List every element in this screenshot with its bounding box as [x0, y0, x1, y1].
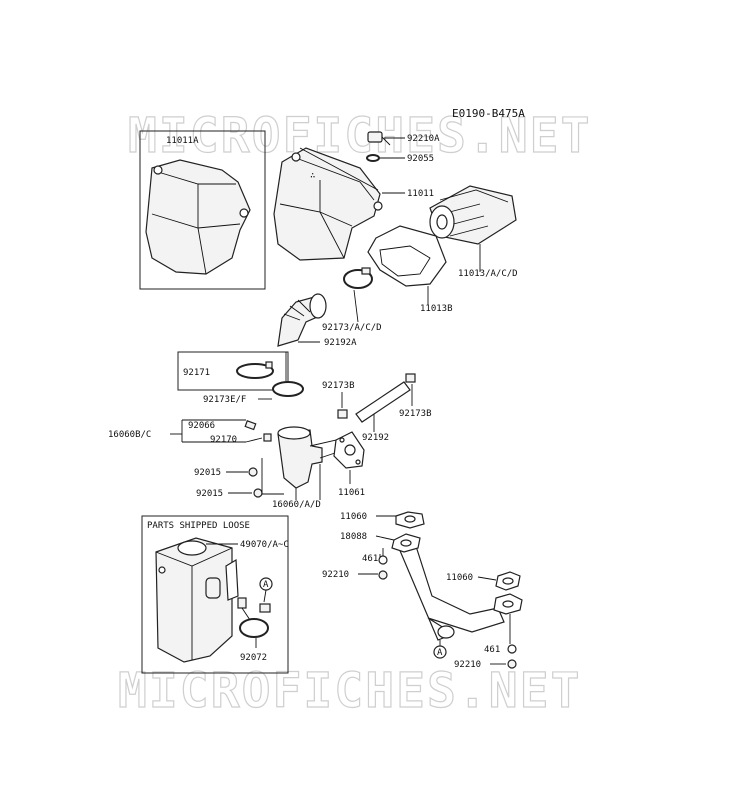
leader-11060-2: [477, 576, 497, 581]
label-92015-1: 92015: [194, 468, 221, 478]
clip-92170: [263, 433, 272, 442]
air-cleaner-cover-11011A: [145, 159, 251, 275]
label-92173ACD: 92173/A/C/D: [322, 323, 382, 333]
label-49070AC: 49070/A~C: [240, 540, 289, 550]
gasket-11060-1: [395, 511, 425, 529]
leader-92173ACD: [353, 289, 359, 323]
knob-92210A: [367, 131, 391, 146]
leader-18088: [375, 535, 395, 541]
gasket-11061: [333, 431, 365, 469]
washer-461-2: [507, 644, 517, 654]
gasket-11060-2: [495, 571, 521, 591]
exhaust-pipe-18088: [397, 539, 505, 641]
clamp-box-92171: [177, 351, 289, 391]
label-11011A: 11011A: [166, 136, 199, 146]
flange-18088: [391, 533, 421, 553]
intake-pipe-16060: [277, 426, 339, 489]
parts-shipped-loose-box: [141, 515, 289, 674]
air-cleaner-cover-box: [139, 130, 266, 290]
flange-exhaust-right: [493, 593, 523, 615]
label-92192A: 92192A: [324, 338, 357, 348]
label-92171: 92171: [183, 368, 210, 378]
label-92055: 92055: [407, 154, 434, 164]
callout-a-exhaust-text: A: [437, 648, 443, 658]
watermark-bottom: MICROFICHES.NET: [118, 663, 581, 719]
diagram-code: E0190-B475A: [452, 107, 525, 120]
band-clamp-92171: [236, 361, 274, 379]
label-92173B-2: 92173B: [399, 409, 432, 419]
nut-92015-2: [253, 488, 263, 498]
label-92066: 92066: [188, 421, 215, 431]
label-92210-2: 92210: [454, 660, 481, 670]
parts-shipped-loose-title: PARTS SHIPPED LOOSE: [147, 521, 250, 531]
oring-92055: [366, 154, 380, 162]
bracket-16060BC: [181, 419, 246, 443]
label-11061: 11061: [338, 488, 365, 498]
label-11013ACD: 11013/A/C/D: [458, 269, 518, 279]
nut-92210-2: [507, 659, 517, 669]
callout-a-exhaust: [433, 645, 447, 659]
watermark-top: MICROFICHES.NET: [128, 108, 591, 164]
clamp-92173: [343, 267, 373, 289]
label-92173EF: 92173E/F: [203, 395, 246, 405]
label-18088: 18088: [340, 532, 367, 542]
stud-92066: [244, 420, 257, 431]
leaders-16060: [261, 458, 321, 500]
label-92072: 92072: [240, 653, 267, 663]
label-92170: 92170: [210, 435, 237, 445]
washer-461-1: [378, 555, 388, 565]
label-92192: 92192: [362, 433, 389, 443]
clamp-92173B-1: [337, 409, 348, 419]
muffler-49070: [155, 537, 239, 663]
label-16060AD: 16060/A/D: [272, 500, 321, 510]
svg-text:∴: ∴: [310, 171, 315, 181]
label-461-2: 461: [484, 645, 500, 655]
leader-11011: [299, 147, 379, 191]
label-11011: 11011: [407, 189, 434, 199]
label-11060-2: 11060: [446, 573, 473, 583]
callout-a-box-text: A: [263, 580, 269, 590]
leader-92170: [245, 437, 263, 443]
air-cleaner-cover-11011: ∴: [273, 147, 383, 261]
clamp-92072: [237, 597, 271, 638]
label-92210-1: 92210: [322, 570, 349, 580]
pre-cleaner-11013B: [367, 225, 447, 287]
leader-callout-a-box: [263, 589, 267, 603]
clamp-92173EF: [272, 381, 304, 397]
nut-92210-1: [378, 570, 388, 580]
air-filter-11013: [429, 185, 517, 245]
label-11013B: 11013B: [420, 304, 453, 314]
elbow-hose-92192A: [277, 293, 327, 347]
hose-92192: [355, 381, 411, 423]
label-92173B-1: 92173B: [322, 381, 355, 391]
label-92015-2: 92015: [196, 489, 223, 499]
nut-92015-1: [248, 467, 258, 477]
label-461-1: 461: [362, 554, 378, 564]
clamp-92173B-2: [405, 373, 416, 383]
label-11060-1: 11060: [340, 512, 367, 522]
label-16060BC: 16060B/C: [108, 430, 151, 440]
label-92210A: 92210A: [407, 134, 440, 144]
